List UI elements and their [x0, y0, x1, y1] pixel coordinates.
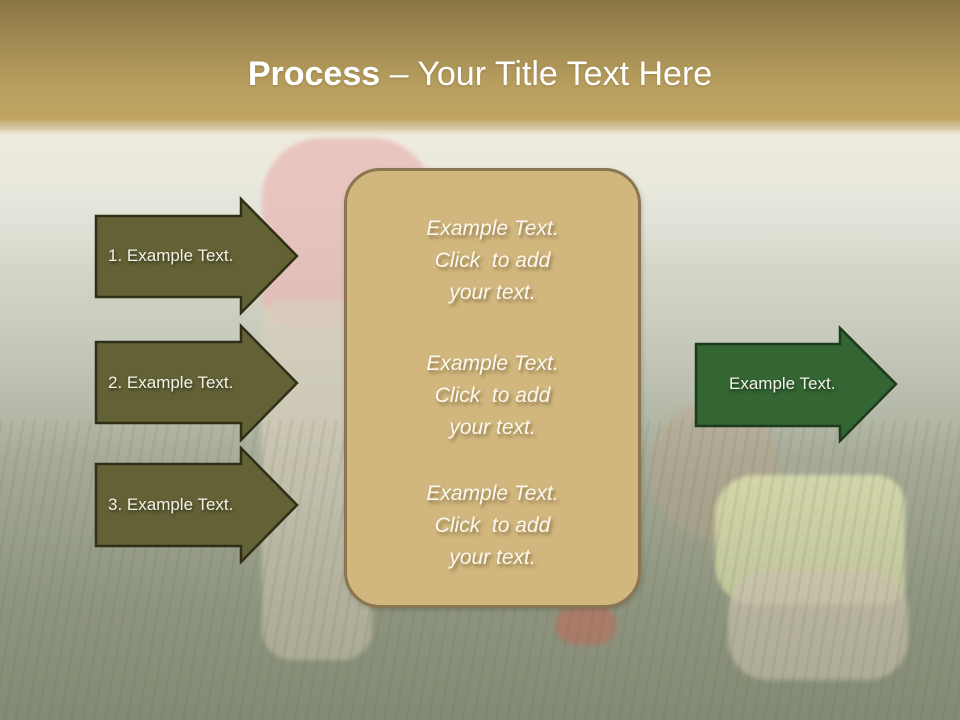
- center-text-line: Example Text.: [426, 352, 559, 375]
- center-text-line: Click to add: [434, 384, 551, 407]
- arrow-right-shape-icon: [694, 324, 898, 445]
- center-text-line: your text.: [449, 546, 536, 569]
- center-text-line: Example Text.: [426, 482, 559, 505]
- arrow-right-shape-icon: [94, 195, 299, 317]
- left-arrow-1[interactable]: 1. Example Text.: [94, 195, 300, 317]
- center-text-block-3[interactable]: Example Text. Click to add your text.: [347, 478, 638, 574]
- arrow-right-shape-icon: [94, 322, 299, 444]
- right-arrow-label: Example Text.: [729, 374, 836, 393]
- center-text-box[interactable]: Example Text. Click to add your text. Ex…: [344, 168, 641, 608]
- center-text-line: Click to add: [434, 249, 551, 272]
- left-arrow-1-label: 1. Example Text.: [108, 246, 234, 265]
- center-text-line: Click to add: [434, 514, 551, 537]
- background-photo-red-toy: [556, 605, 616, 645]
- center-text-block-1[interactable]: Example Text. Click to add your text.: [347, 213, 638, 309]
- left-arrow-3-label: 3. Example Text.: [108, 495, 234, 514]
- center-text-block-2[interactable]: Example Text. Click to add your text.: [347, 348, 638, 444]
- title-band: [0, 0, 960, 135]
- center-text-line: Example Text.: [426, 217, 559, 240]
- center-text-line: your text.: [449, 281, 536, 304]
- arrow-right-shape-icon: [94, 444, 299, 566]
- background-photo-girl-pants: [728, 570, 908, 680]
- left-arrow-3[interactable]: 3. Example Text.: [94, 444, 300, 566]
- right-arrow-output[interactable]: Example Text.: [694, 324, 900, 445]
- slide-title[interactable]: Process – Your Title Text Here: [0, 52, 960, 96]
- center-text-line: your text.: [449, 416, 536, 439]
- left-arrow-2[interactable]: 2. Example Text.: [94, 322, 300, 444]
- title-bold: Process: [247, 55, 381, 93]
- left-arrow-2-label: 2. Example Text.: [108, 373, 234, 392]
- title-regular: – Your Title Text Here: [380, 55, 713, 93]
